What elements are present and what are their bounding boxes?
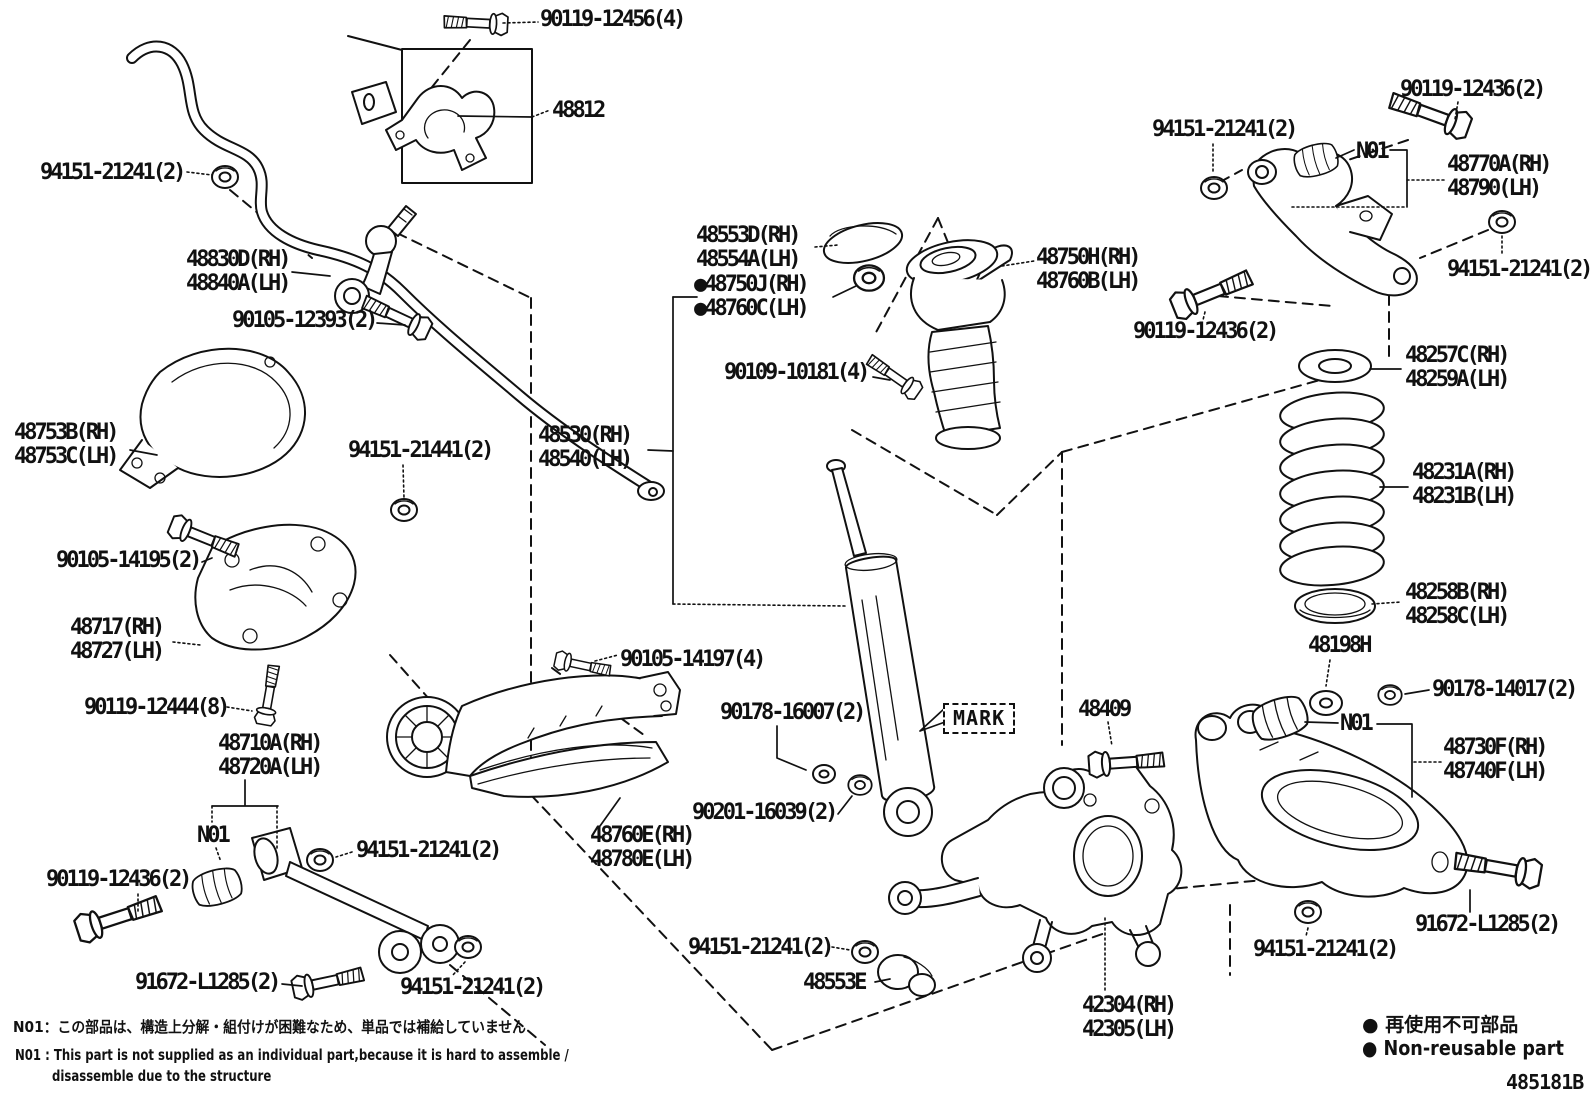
part-label-94151-21241-d: 94151-21241(2) — [1152, 117, 1298, 142]
part-label-91672-l1285-b: 91672-L1285(2) — [1415, 912, 1561, 937]
part-label-48553d: 48553D(RH) 48554A(LH) — [696, 223, 801, 272]
nut-94151-21241-c — [454, 935, 482, 959]
part-label-90178-14017: 90178-14017(2) — [1432, 677, 1578, 702]
legend-non-reusable-en: ● Non-reusable part — [1362, 1036, 1564, 1060]
part-label-94151-21441: 94151-21441(2) — [348, 438, 494, 463]
part-label-42304: 42304(RH) 42305(LH) — [1082, 993, 1177, 1042]
part-label-94151-21241-g: 94151-21241(2) — [688, 935, 834, 960]
knuckle-42304 — [888, 758, 1183, 973]
part-label-91672-l1285-a: 91672-L1285(2) — [135, 970, 281, 995]
part-label-48830d: 48830D(RH) 48840A(LH) — [186, 247, 291, 296]
bushing-48553e — [877, 954, 936, 997]
part-label-90119-12436-c: 90119-12436(2) — [1133, 319, 1279, 344]
stabilizer-bar — [126, 40, 665, 501]
part-label-48710a: 48710A(RH) 48720A(LH) — [218, 731, 323, 780]
part-label-48760e: 48760E(RH) 48780E(LH) — [590, 823, 695, 872]
bolt-90119-12436-mid-right — [1167, 263, 1257, 323]
upper-control-arm-48770a — [1247, 148, 1418, 297]
part-label-48730f: 48730F(RH) 48740F(LH) — [1443, 735, 1548, 784]
part-label-n01-b: N01 — [1356, 139, 1390, 164]
part-label-48812: 48812 — [552, 98, 606, 123]
part-label-48750j: ●48750J(RH) ●48760C(LH) — [694, 272, 810, 321]
part-label-48198h: 48198H — [1308, 633, 1373, 658]
part-label-48770a: 48770A(RH) 48790(LH) — [1447, 152, 1552, 201]
stabilizer-bracket-48812 — [347, 35, 533, 184]
part-label-90119-12456: 90119-12456(4) — [540, 7, 686, 32]
nut-94151-21241-g — [851, 940, 879, 964]
part-label-94151-21241-e: 94151-21241(2) — [1447, 257, 1592, 282]
part-label-90109-10181: 90109-10181(4) — [724, 360, 870, 385]
part-label-90119-12436-a: 90119-12436(2) — [46, 867, 192, 892]
part-label-48409: 48409 — [1078, 697, 1132, 722]
part-label-94151-21241-c: 94151-21241(2) — [400, 975, 546, 1000]
part-label-48717: 48717(RH) 48727(LH) — [70, 615, 165, 664]
part-label-48257c: 48257C(RH) 48259A(LH) — [1405, 343, 1510, 392]
nut-90201-16039 — [847, 774, 873, 796]
note-en-2: disassemble due to the structure — [52, 1067, 272, 1085]
bolt-90119-12436-left — [71, 888, 166, 947]
note-jp: N01：この部品は、構造上分解・組付けが困難なため、単品では補給していません — [13, 1018, 526, 1036]
cap-48553d — [822, 222, 904, 264]
part-label-48750h: 48750H(RH) 48760B(LH) — [1036, 245, 1141, 294]
coil-spring-48231 — [1279, 349, 1385, 716]
note-en-1: N01 : This part is not supplied as an in… — [15, 1046, 569, 1064]
part-label-48258b: 48258B(RH) 48258C(LH) — [1405, 580, 1510, 629]
nut-94151-21241-a — [211, 165, 239, 189]
lower-control-arm-48730f — [1194, 703, 1469, 898]
washer-48198h — [1309, 690, 1343, 716]
spring-insulator-lower-48258b — [1294, 588, 1376, 624]
mark-tag: MARK — [943, 703, 1016, 734]
part-label-48753b: 48753B(RH) 48753C(LH) — [14, 420, 119, 469]
drawing-number: 485181B — [1506, 1070, 1584, 1094]
part-label-90178-16007: 90178-16007(2) — [720, 700, 866, 725]
part-label-90201-16039: 90201-16039(2) — [692, 800, 838, 825]
part-label-90119-12436-b: 90119-12436(2) — [1400, 77, 1546, 102]
nut-90178-14017 — [1377, 684, 1403, 706]
strut-rod-assembly-48710a — [251, 827, 460, 974]
nut-94151-21241-e — [1488, 210, 1516, 234]
part-label-48530: 48530(RH) 48540(LH) — [538, 423, 633, 472]
part-label-n01-c: N01 — [1340, 711, 1374, 736]
bolt-90109-10181 — [862, 349, 926, 403]
part-label-90119-12444: 90119-12444(8) — [84, 695, 230, 720]
part-label-90105-12393: 90105-12393(2) — [232, 308, 378, 333]
stabilizer-link-48830d — [334, 205, 417, 314]
leader-lines — [129, 21, 1503, 993]
nut-94151-21241-f — [1294, 900, 1322, 924]
washer-90178-16007 — [812, 764, 836, 784]
nut-94151-21441 — [390, 498, 418, 522]
nut-94151-21241-d — [1200, 176, 1228, 200]
part-label-94151-21241-f: 94151-21241(2) — [1253, 937, 1399, 962]
part-label-48231a: 48231A(RH) 48231B(LH) — [1412, 460, 1517, 509]
bolt-90119-12456 — [442, 9, 510, 37]
bolt-91672-l1285-left — [289, 961, 367, 1003]
bushing-n01-left — [188, 863, 246, 911]
part-label-90105-14195: 90105-14195(2) — [56, 548, 202, 573]
part-label-90105-14197: 90105-14197(4) — [620, 647, 766, 672]
bolt-90119-12444 — [252, 662, 286, 728]
shock-absorber-48530 — [826, 459, 935, 837]
part-label-94151-21241-b: 94151-21241(2) — [356, 838, 502, 863]
legend-non-reusable-jp: ● 再使用不可部品 — [1362, 1014, 1519, 1036]
part-label-94151-21241-a: 94151-21241(2) — [40, 160, 186, 185]
cover-48753 — [119, 347, 306, 489]
nut-94151-21241-b — [306, 848, 334, 872]
support-48750h — [905, 239, 1013, 450]
nut-48750j — [852, 264, 886, 292]
part-label-n01-a: N01 — [197, 823, 231, 848]
trailing-arm-48760e — [386, 671, 681, 798]
part-label-48553e: 48553E — [803, 970, 868, 995]
